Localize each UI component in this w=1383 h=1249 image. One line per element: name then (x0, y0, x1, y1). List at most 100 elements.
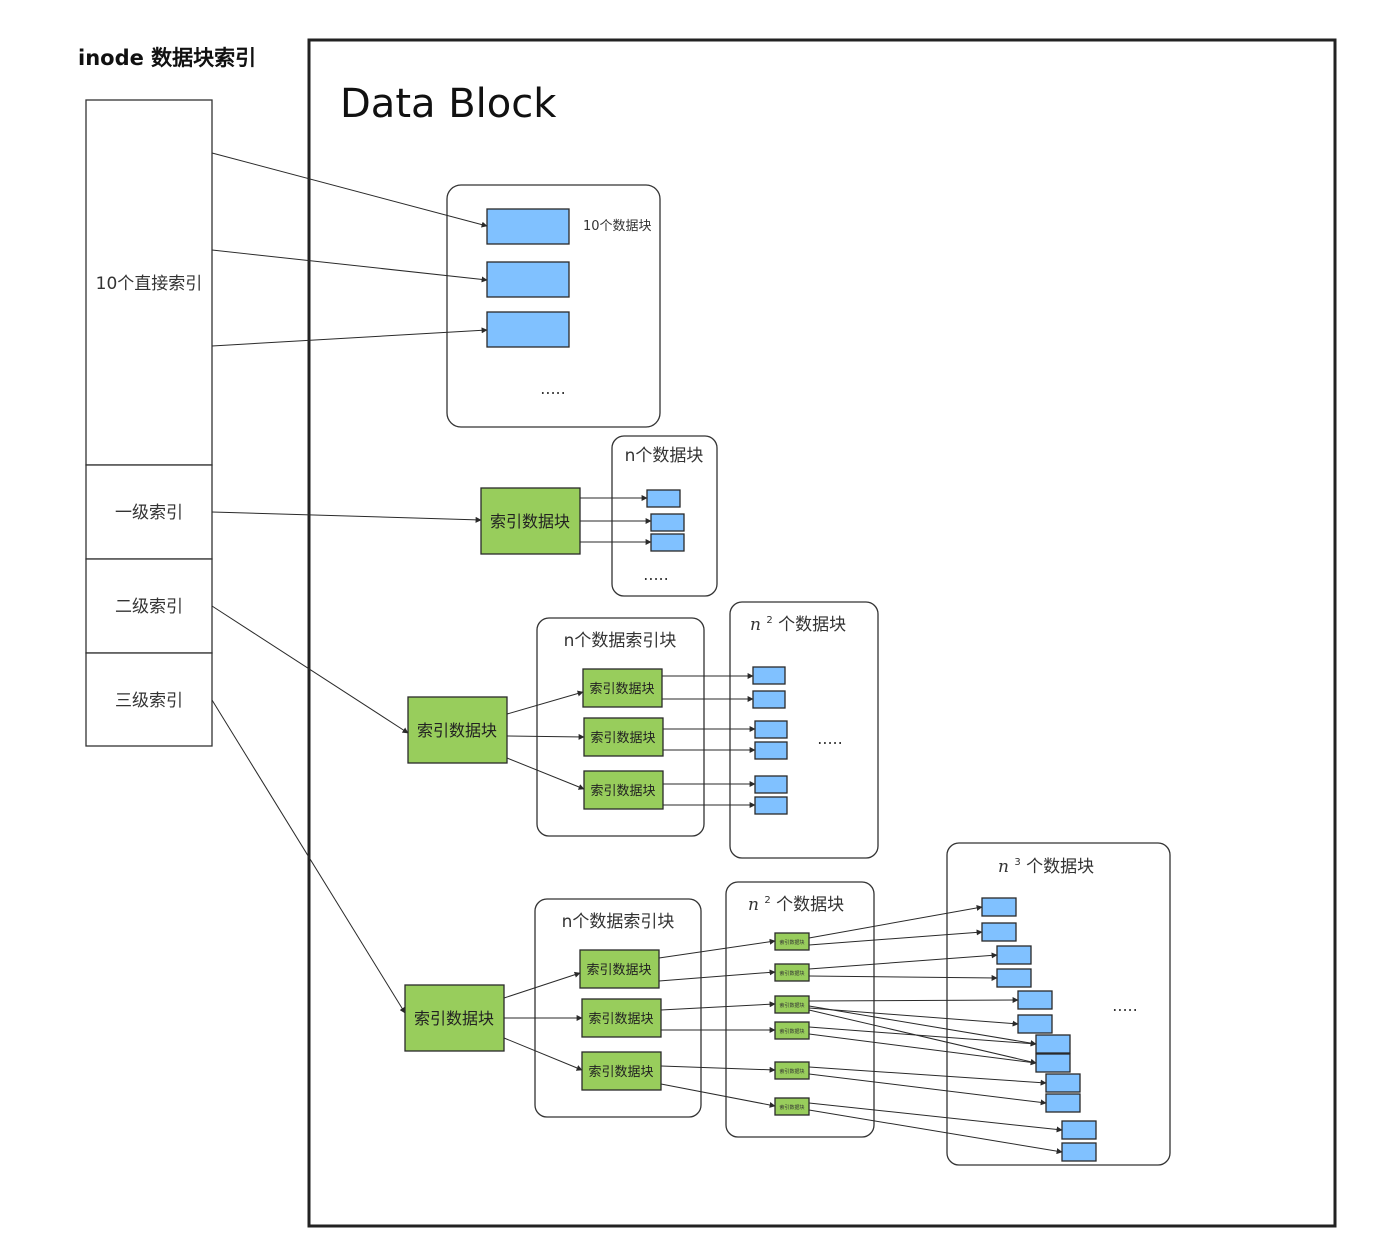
edge-level3-leaf-7 (808, 1026, 1037, 1047)
level3-leaf-group-box (946, 842, 1171, 1166)
edge-level3-leaf-9 (808, 1066, 1047, 1086)
level1-data-block-3 (650, 533, 685, 552)
level3-leaf-title: n 3 个数据块 (998, 850, 1094, 877)
edge-level3-leaf-5 (808, 997, 1019, 1004)
level2-group: 索引数据块 n个数据索引块 索引数据块 索引数据块 索引数据块 n 2 个数据块… (407, 601, 879, 859)
edge-level2-mid-1 (506, 690, 584, 715)
level3-data-block-12 (1061, 1142, 1097, 1162)
level3-data-block-7 (1035, 1034, 1071, 1054)
level3-data-block-8 (1035, 1053, 1071, 1073)
edge-level3-second-2 (658, 969, 776, 982)
level2-data-block-3 (754, 720, 788, 739)
level2-mid-group-box (536, 617, 705, 837)
level1-ellipsis: ..... (643, 565, 668, 584)
level3-mid-block-2 (581, 998, 662, 1038)
level3-second-index-label-2: 索引数据块 (779, 970, 804, 977)
level3-data-block-5 (1017, 990, 1053, 1010)
direct-group-label: 10个数据块 (583, 219, 652, 234)
level3-mid-label-2: 索引数据块 (588, 1012, 653, 1027)
direct-group-box (446, 184, 661, 428)
inode-level1-label: 一级索引 (115, 503, 183, 523)
level2-leaf-title-exp: 2 (766, 615, 772, 626)
level3-data-block-9 (1045, 1073, 1081, 1093)
inode-title: inode 数据块索引 (78, 46, 256, 70)
level2-mid-label-1: 索引数据块 (589, 682, 654, 697)
level3-group: 索引数据块 n个数据索引块 索引数据块 索引数据块 索引数据块 n 2 个数据块… (404, 842, 1171, 1166)
edge-level3-mid-3 (503, 1037, 583, 1071)
level3-data-block-2 (981, 922, 1017, 942)
level3-index-block (404, 984, 505, 1052)
edge-level3-leaf-8 (808, 1033, 1037, 1066)
level3-second-title: n 2 个数据块 (748, 888, 844, 915)
edge-level3-mid-1 (503, 971, 581, 999)
edge-direct-1 (211, 152, 488, 228)
level2-leaf-title-suffix: 个数据块 (778, 615, 846, 635)
inode-cell-level3 (85, 652, 213, 747)
level1-data-group-box (611, 435, 718, 597)
edge-level2-mid-3 (506, 757, 585, 790)
level3-index-label: 索引数据块 (414, 1009, 494, 1028)
level3-data-blocks (981, 897, 1097, 1162)
inode-level3-label: 三级索引 (115, 691, 183, 711)
edge-level3-leaf-6 (808, 1007, 1019, 1027)
level1-index-label: 索引数据块 (490, 512, 570, 531)
direct-blocks-group: 10个数据块 ..... (446, 184, 661, 428)
level2-ellipsis: ..... (817, 729, 842, 748)
edge-direct-3 (211, 327, 488, 347)
level3-second-index-label-3: 索引数据块 (779, 1002, 804, 1009)
level3-ellipsis: ..... (1112, 996, 1137, 1015)
level3-second-index-label-6: 索引数据块 (779, 1104, 804, 1111)
level2-leaf-group-box (729, 601, 879, 859)
direct-data-block-3 (486, 311, 570, 348)
direct-data-block-1 (486, 208, 570, 245)
level3-second-group-box (725, 881, 875, 1138)
level2-index-label: 索引数据块 (417, 721, 497, 740)
edge-direct-2 (211, 249, 488, 283)
level2-data-block-6 (754, 796, 788, 815)
data-block-frame (307, 38, 1337, 1228)
edge-level3-leaf-1 (808, 904, 983, 939)
level3-edges (658, 904, 1063, 1155)
edge-level3-leaf-extra-1 (808, 1005, 1037, 1047)
level3-second-index-label-5: 索引数据块 (779, 1068, 804, 1075)
level3-mid-block-1 (579, 949, 660, 989)
level3-second-title-exp: 2 (764, 895, 770, 906)
level3-mid-label-1: 索引数据块 (586, 963, 651, 978)
level2-index-block (407, 696, 508, 764)
edge-level3 (211, 699, 406, 1014)
level3-second-index-label-1: 索引数据块 (779, 939, 804, 946)
level3-leaf-title-suffix: 个数据块 (1026, 857, 1094, 877)
level1-data-block-1 (646, 489, 681, 508)
level3-second-title-base: n (748, 895, 759, 915)
level2-mid-title: n个数据索引块 (564, 631, 677, 651)
edge-level1 (211, 511, 482, 523)
direct-data-block-2 (486, 261, 570, 298)
level3-leaf-title-base: n (998, 857, 1009, 877)
inode-level2-label: 二级索引 (115, 597, 183, 617)
level3-data-block-10 (1045, 1093, 1081, 1113)
level3-leaf-title-exp: 3 (1014, 857, 1020, 868)
edge-level3-leaf-10 (808, 1073, 1047, 1106)
inode-direct-label: 10个直接索引 (96, 274, 203, 294)
level3-mid-title: n个数据索引块 (562, 912, 675, 932)
level3-data-block-3 (996, 945, 1032, 965)
level2-data-block-4 (754, 741, 788, 760)
level3-second-index-label-4: 索引数据块 (779, 1028, 804, 1035)
level2-mid-block-3 (583, 770, 664, 810)
level2-mid-label-3: 索引数据块 (590, 784, 655, 799)
edge-level3-second-1 (658, 938, 776, 959)
level3-mid-block-3 (581, 1051, 662, 1091)
edge-level3-leaf-2 (808, 929, 983, 946)
edge-level2 (211, 605, 409, 734)
direct-group-ellipsis: ..... (540, 379, 565, 398)
edge-level3-second-5 (660, 1065, 776, 1073)
edge-level3-second-6 (660, 1083, 776, 1108)
level2-mid-block-2 (583, 717, 664, 757)
edge-level3-leaf-12 (808, 1109, 1063, 1155)
level1-data-block-2 (650, 513, 685, 532)
inode-cell-level1 (85, 464, 213, 560)
level3-data-block-4 (996, 968, 1032, 988)
level2-leaf-title: n 2 个数据块 (750, 608, 846, 635)
